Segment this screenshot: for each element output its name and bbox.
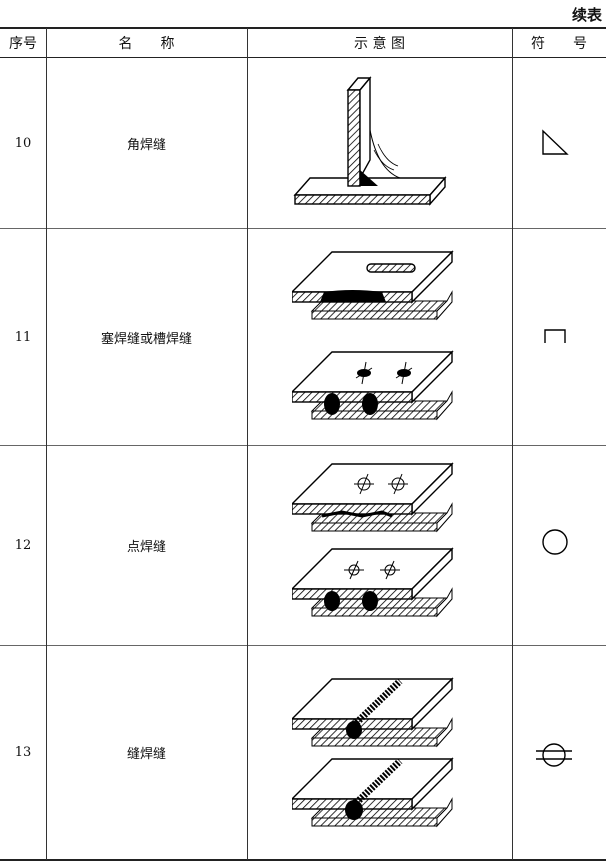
seam-weld-section-diagram <box>292 758 453 827</box>
row-name: 点焊缝 <box>126 540 166 555</box>
column-divider <box>512 28 513 860</box>
column-divider <box>46 28 47 860</box>
row-name: 塞焊缝或槽焊缝 <box>100 331 192 347</box>
column-divider <box>247 28 248 860</box>
row-number: 13 <box>14 745 32 760</box>
header-rule <box>0 57 606 58</box>
plug-weld-diagram <box>292 251 453 320</box>
row-divider <box>0 228 606 229</box>
fillet-weld-diagram <box>293 76 447 206</box>
row-divider <box>0 445 606 446</box>
seam-weld-diagram <box>292 678 453 747</box>
bracket-symbol-icon <box>544 329 566 343</box>
spot-weld-section-diagram <box>292 548 453 617</box>
spot-weld-diagram <box>292 463 453 532</box>
header-symbol: 符 号 <box>531 36 587 52</box>
header-name: 名 称 <box>118 36 175 52</box>
row-divider <box>0 645 606 646</box>
continued-caption: 续表 <box>571 6 602 24</box>
header-no: 序号 <box>9 36 37 52</box>
row-number: 12 <box>14 538 32 553</box>
table-bottom-rule <box>0 859 606 861</box>
slot-weld-diagram <box>292 351 453 420</box>
circle-crossed-symbol-icon <box>536 743 572 767</box>
row-name: 角焊缝 <box>126 137 166 153</box>
circle-symbol-icon <box>542 529 568 555</box>
row-name: 缝焊缝 <box>126 747 166 762</box>
triangle-symbol-icon <box>542 129 569 155</box>
header-diagram: 示 意 图 <box>354 36 405 52</box>
table-top-rule <box>0 27 606 29</box>
row-number: 10 <box>14 135 32 151</box>
row-number: 11 <box>14 329 32 345</box>
